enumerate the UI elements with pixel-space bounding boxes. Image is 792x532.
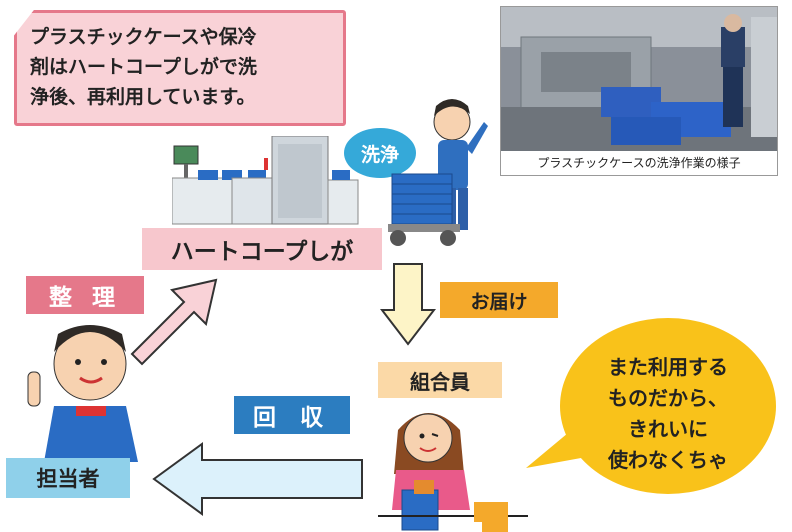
speech-line: 剤はハートコープしがで洗 xyxy=(30,56,257,78)
delivery-down-arrow xyxy=(380,263,436,346)
member-speech-text: また利用する ものだから、 きれいに 使わなくちゃ xyxy=(568,352,768,476)
washing-machine-illustration xyxy=(172,136,359,225)
speech-line: 使わなくちゃ xyxy=(608,448,728,472)
washing-photo xyxy=(500,6,778,176)
speech-line: きれいに xyxy=(628,417,708,441)
member-person-illustration xyxy=(378,413,528,532)
speech-line: ものだから、 xyxy=(608,386,728,410)
washing-photo-caption: プラスチックケースの洗浄作業の様子 xyxy=(537,156,741,170)
speech-line: プラスチックケースや保冷 xyxy=(30,26,257,48)
worker-with-cart-illustration xyxy=(388,99,488,246)
heart-coop-label: ハートコープしが xyxy=(142,228,382,270)
washing-photo-image xyxy=(501,7,777,151)
staff-label: 担当者 xyxy=(6,458,130,498)
sort-label: 整 理 xyxy=(26,276,144,314)
speech-bubble-reuse xyxy=(14,10,346,126)
staff-person-illustration xyxy=(27,325,138,462)
speech-bubble-reuse-text: プラスチックケースや保冷 剤はハートコープしがで洗 浄後、再利用しています。 xyxy=(30,22,340,112)
speech-line: 浄後、再利用しています。 xyxy=(30,86,256,108)
member-speech-bubble xyxy=(526,318,776,494)
speech-line: また利用する xyxy=(608,355,728,379)
member-label: 組合員 xyxy=(378,362,502,398)
collection-left-arrow xyxy=(152,442,363,516)
collection-label: 回 収 xyxy=(234,396,350,434)
delivery-label: お届け xyxy=(440,282,558,318)
sort-up-arrow xyxy=(130,278,218,366)
wash-bubble: 洗浄 xyxy=(344,128,416,178)
